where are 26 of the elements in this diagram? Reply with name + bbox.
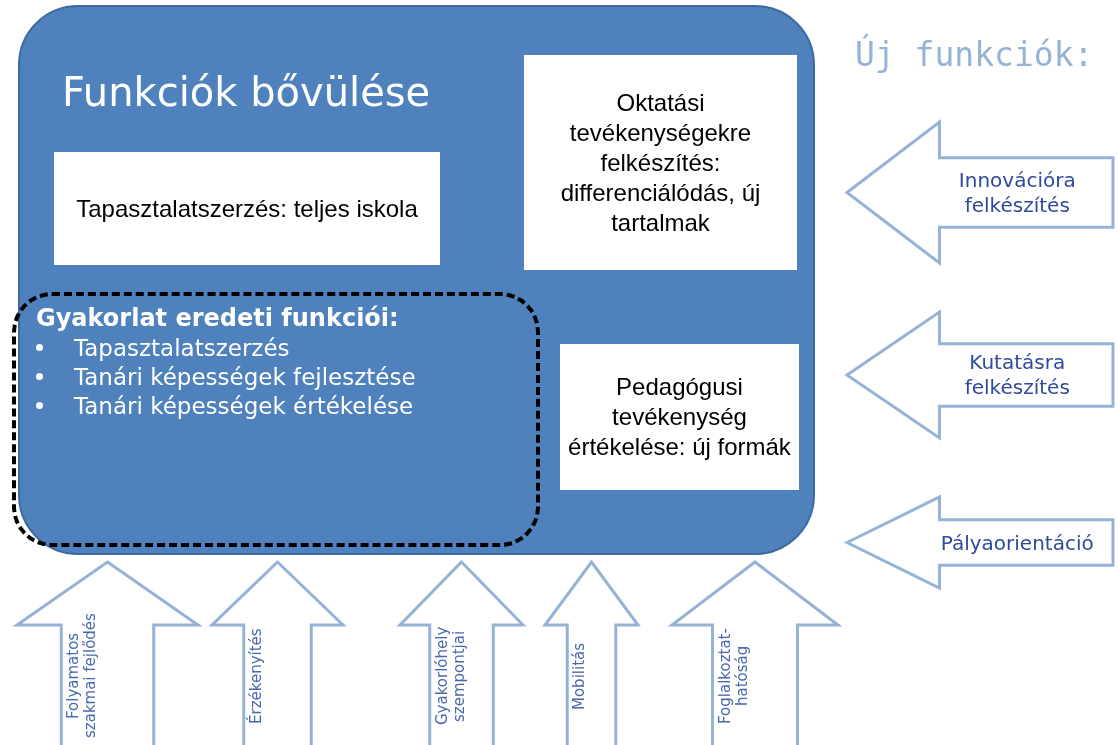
bullet-item: Tapasztalatszerzés: [36, 334, 516, 363]
arrow-label: Kutatásra felkészítés: [963, 350, 1071, 400]
arrow-shaped-box: [670, 560, 840, 745]
bullet-item: Tanári képességek értékelése: [36, 391, 516, 421]
arrow-label: Folyamatos szakmai fejlődés: [65, 612, 101, 741]
frame-heading: Gyakorlat eredeti funkciói:: [36, 304, 400, 332]
arrow-shaped-box: [398, 560, 525, 745]
rounded-panel: [18, 5, 815, 555]
arrow-shaped-box: [845, 120, 1115, 265]
arrow-shaped-box: [210, 560, 345, 745]
arrow-label: Gyakorlóhely szempontjai: [433, 625, 469, 728]
bullet-item: Tanári képességek fejlesztése: [36, 362, 516, 392]
arrow-shaped-box: [845, 310, 1115, 440]
arrow-label: Innovációra felkészítés: [957, 167, 1077, 218]
text-box: Tapasztalatszerzés: teljes iskola: [54, 152, 440, 265]
arrow-shaped-box: [543, 560, 640, 745]
arrow-label: Mobilitás: [571, 641, 590, 712]
text-box: Pedagógusi tevékenység értékelése: új formák: [560, 344, 799, 490]
section-heading: Új funkciók:: [855, 35, 1094, 74]
arrow-label: Foglalkoztat-hatóság: [716, 627, 752, 726]
arrow-shaped-box: [15, 560, 200, 745]
arrow-label: Érzékenyítés: [247, 627, 266, 726]
arrow-shaped-box: [845, 495, 1115, 590]
arrow-label: Pályaorientáció: [939, 530, 1095, 555]
text-box: Oktatási tevékenységekre felkészítés: differenciálódás, új tartalmak: [524, 55, 797, 270]
panel-title: Funkciók bővülése: [62, 69, 431, 115]
